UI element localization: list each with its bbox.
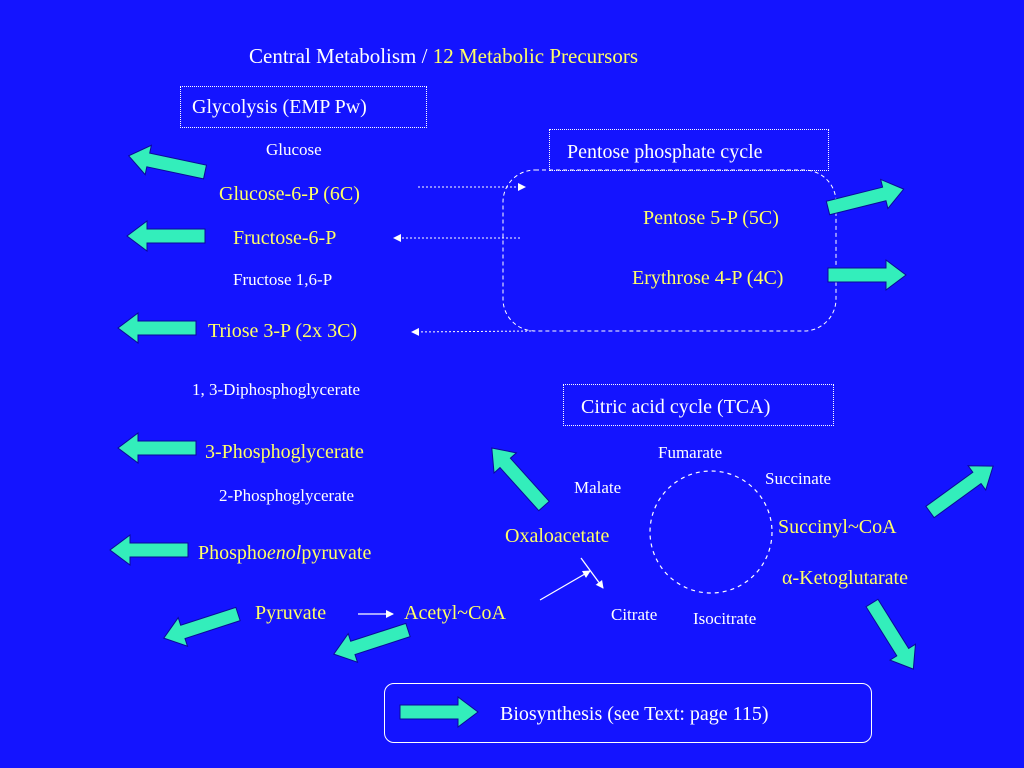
malate-label: Malate [574, 478, 622, 497]
legend-label: Biosynthesis (see Text: page 115) [500, 703, 769, 725]
3-phosphoglycerate-label: 3-Phosphoglycerate [205, 441, 364, 463]
pentose-header: Pentose phosphate cycle [567, 141, 763, 163]
acetyl-coa-biosynthesis-arrow [333, 622, 411, 663]
2-phosphoglycerate-label: 2-Phosphoglycerate [219, 486, 355, 505]
erythrose-4-p-biosynthesis-arrow [827, 259, 907, 291]
fructose-6-p-biosynthesis-arrow [126, 220, 206, 252]
legend-box [384, 683, 872, 743]
pep-prefix: Phospho [198, 542, 267, 564]
glucose-6-p-label: Glucose-6-P (6C) [219, 183, 360, 205]
pyruvate-biosynthesis-arrow [163, 606, 241, 647]
ketoglutarate-text: -Ketoglutarate [792, 567, 908, 589]
tca-header-box [563, 384, 834, 426]
phosphoenolpyruvate-label: Phosphoenolpyruvate [198, 543, 371, 563]
pentose-to-triose-connector [411, 327, 536, 336]
glycolysis-header: Glycolysis (EMP Pw) [192, 96, 367, 118]
citrate-label: Citrate [611, 605, 658, 624]
succinyl-coa-biosynthesis-arrow [925, 465, 994, 519]
oxaloacetate-to-citrate-arrow [580, 557, 604, 589]
alpha-ketoglutarate-label: α-Ketoglutarate [782, 568, 908, 588]
title-main: Central Metabolism / [249, 44, 433, 68]
pentose-cycle-region [502, 169, 837, 332]
glucose-label: Glucose [266, 140, 322, 159]
acetyl-to-tca-arrow [539, 570, 591, 601]
succinyl-coa-label: Succinyl~CoA [778, 516, 897, 538]
title-accent: 12 Metabolic Precursors [432, 44, 639, 68]
pentose-5-p-label: Pentose 5-P (5C) [643, 207, 779, 229]
fructose-6-p-label: Fructose-6-P [233, 227, 337, 249]
pyruvate-label: Pyruvate [255, 602, 327, 624]
tca-header: Citric acid cycle (TCA) [581, 396, 771, 418]
pep-suffix: pyruvate [301, 542, 372, 564]
tca-cycle-circle [649, 470, 773, 594]
oxaloacetate-label: Oxaloacetate [505, 525, 610, 547]
triose-3-p-label: Triose 3-P (2x 3C) [208, 320, 358, 342]
fumarate-label: Fumarate [658, 443, 723, 462]
legend-arrow [399, 696, 479, 728]
phosphoenolpyruvate-biosynthesis-arrow [109, 534, 189, 566]
diphosphoglycerate-label: 1, 3-Diphosphoglycerate [192, 380, 361, 399]
acetyl-coa-label: Acetyl~CoA [404, 602, 506, 624]
succinate-label: Succinate [765, 469, 832, 488]
alpha-symbol: α [782, 567, 793, 589]
oxaloacetate-biosynthesis-arrow [491, 447, 550, 512]
pep-enol: enol [266, 542, 302, 564]
isocitrate-label: Isocitrate [693, 609, 757, 628]
page-title: Central Metabolism / 12 Metabolic Precur… [249, 46, 638, 67]
glycolysis-header-box [180, 86, 427, 128]
3-phosphoglycerate-biosynthesis-arrow [117, 432, 197, 464]
fructose-1-6-p-label: Fructose 1,6-P [233, 270, 333, 289]
alpha-ketoglutarate-biosynthesis-arrow [865, 598, 917, 670]
glucose-6-p-biosynthesis-arrow [127, 144, 208, 180]
triose-3-p-biosynthesis-arrow [117, 312, 197, 344]
erythrose-4-p-label: Erythrose 4-P (4C) [632, 267, 784, 289]
pentose-5-p-biosynthesis-arrow [825, 178, 905, 216]
